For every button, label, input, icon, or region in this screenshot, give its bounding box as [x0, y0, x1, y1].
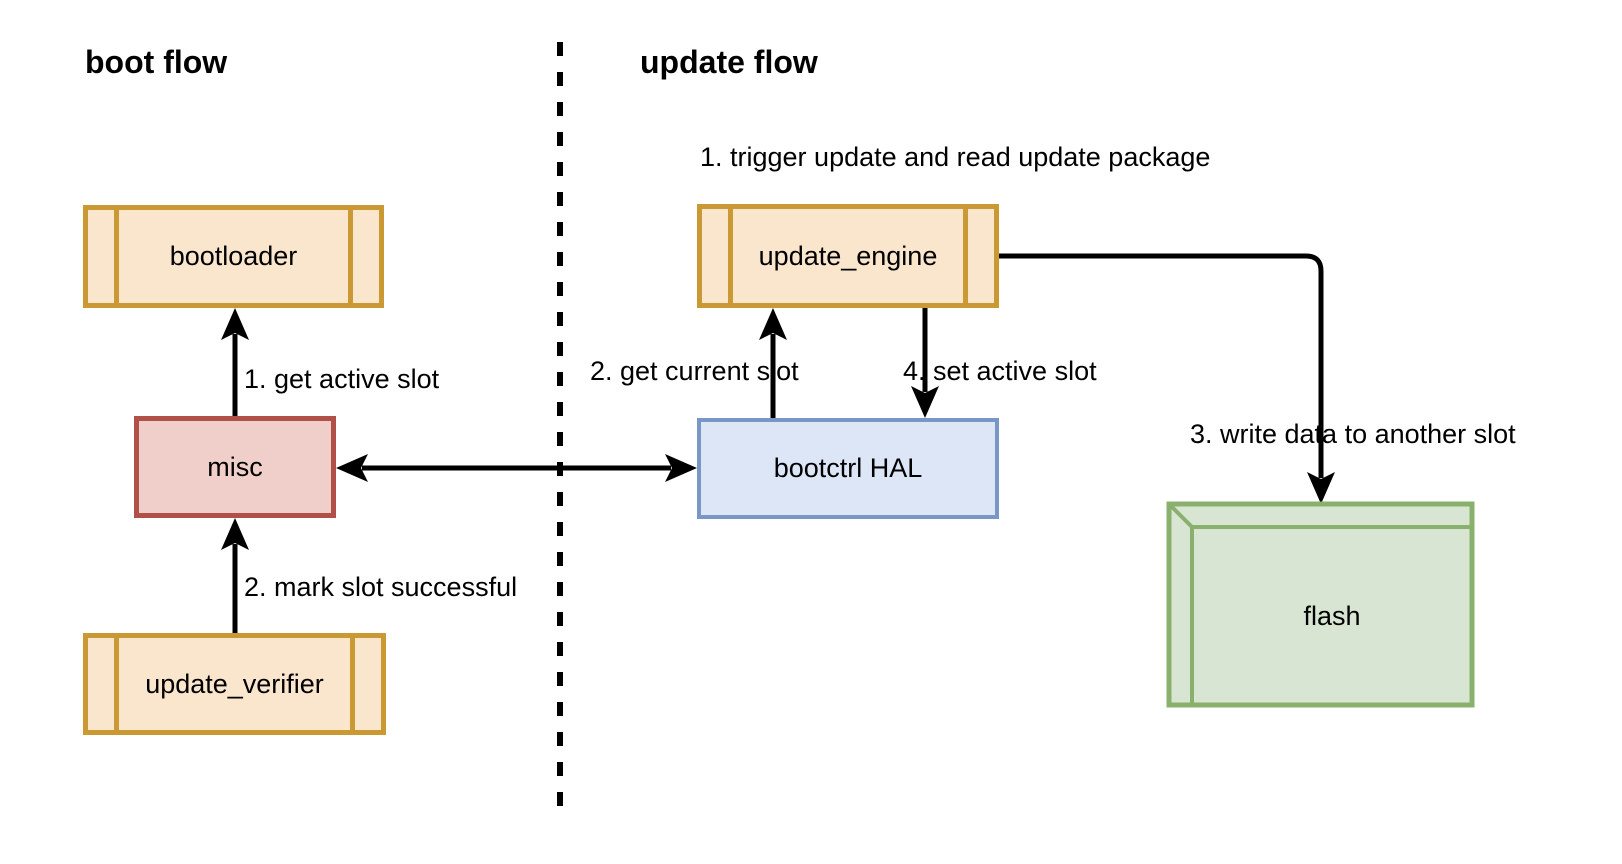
- node-misc: misc: [134, 416, 336, 518]
- edge-label-mark-slot-successful: 2. mark slot successful: [244, 572, 518, 602]
- flash-cube-shape: [1166, 501, 1475, 708]
- edge-label-get-active-slot: 1. get active slot: [244, 364, 440, 394]
- process-bar-right: [963, 209, 968, 303]
- process-bar-right: [348, 210, 353, 303]
- node-label-flash: flash: [1303, 600, 1361, 631]
- node-label-misc: misc: [207, 451, 263, 482]
- arrow-get-current-slot: [759, 308, 787, 418]
- node-label-update-engine: update_engine: [758, 240, 938, 271]
- node-bootloader: bootloader: [83, 205, 384, 308]
- arrow-set-active-slot: [911, 308, 939, 418]
- edge-label-trigger-update: 1. trigger update and read update packag…: [700, 142, 1211, 172]
- process-bar-left: [728, 209, 733, 303]
- node-flash: flash: [1192, 527, 1472, 705]
- arrow-write-data-to-flash: [999, 253, 1335, 504]
- node-label-update-verifier: update_verifier: [145, 668, 324, 699]
- node-update-verifier: update_verifier: [83, 633, 386, 735]
- arrow-mark-slot-successful: [221, 518, 249, 633]
- process-bar-right: [350, 638, 355, 730]
- node-bootctrl-hal: bootctrl HAL: [697, 418, 999, 519]
- edge-label-get-current-slot: 2. get current slot: [590, 356, 799, 386]
- node-label-bootctrl-hal: bootctrl HAL: [773, 453, 923, 483]
- section-title-update-flow: update flow: [640, 44, 818, 80]
- node-label-bootloader: bootloader: [169, 241, 298, 271]
- edge-label-write-data: 3. write data to another slot: [1190, 419, 1516, 449]
- section-title-boot-flow: boot flow: [85, 44, 228, 80]
- node-update-engine: update_engine: [697, 204, 999, 308]
- process-bar-left: [114, 638, 119, 730]
- arrow-get-active-slot: [221, 308, 249, 416]
- edge-label-set-active-slot: 4. set active slot: [903, 356, 1097, 386]
- process-bar-left: [114, 210, 119, 303]
- arrow-misc-bootctrl-bidirectional: [336, 454, 697, 482]
